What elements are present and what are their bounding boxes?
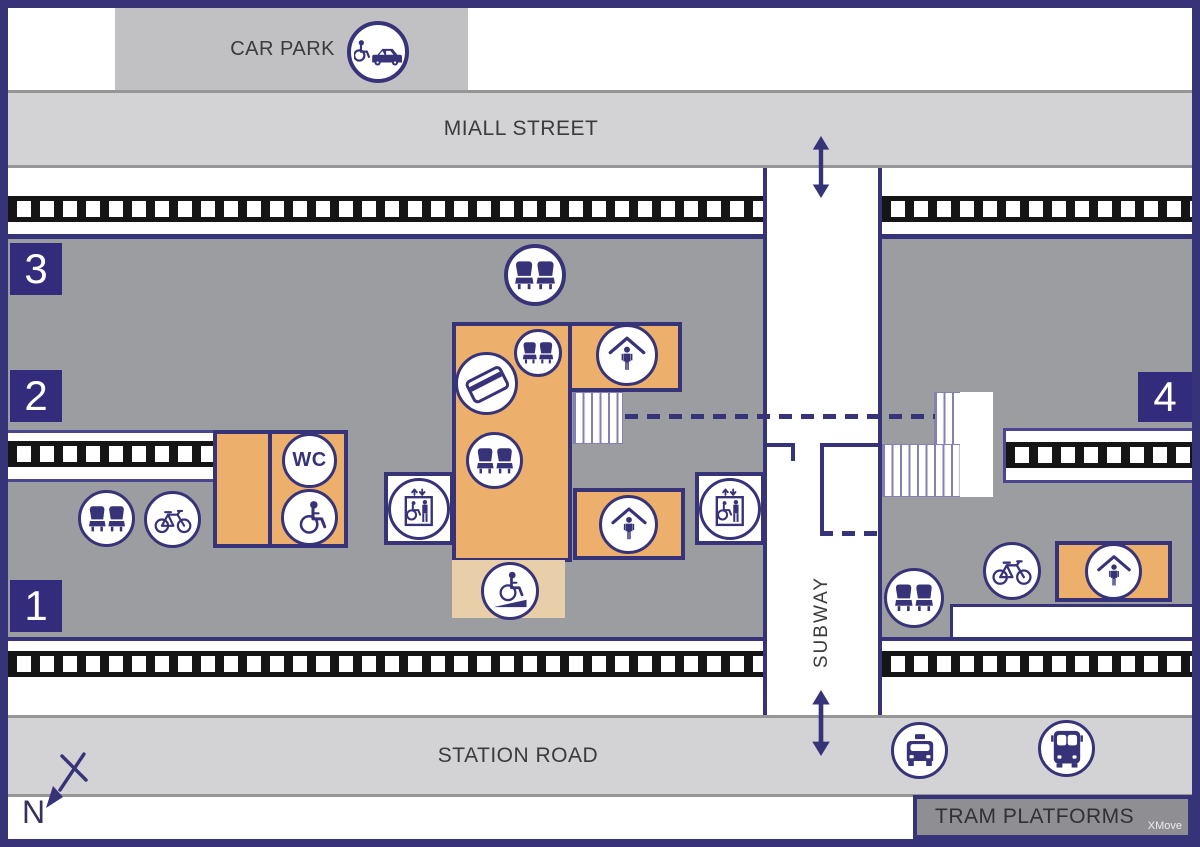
ticket-machine-icon: [455, 352, 518, 415]
seating-icon-platform12: [78, 490, 135, 547]
track-bottom-left: [8, 637, 765, 715]
stairs-central: [573, 392, 623, 444]
cycle-storage-icon-east: [983, 542, 1041, 600]
car-park-label: CAR PARK: [230, 37, 335, 60]
subway-chamber-dashed-edge: [820, 531, 882, 536]
track-top-right: [882, 170, 1192, 234]
tram-platforms-label: TRAM PLATFORMS: [935, 805, 1135, 828]
subway-chamber: [820, 443, 882, 533]
ramp-access-icon: [481, 562, 539, 620]
stairs-right-lower: [882, 444, 961, 497]
platform-4-badge: 4: [1138, 372, 1192, 422]
watermark: XMove: [1147, 820, 1182, 832]
stairs-right-upper: [934, 392, 961, 445]
subway-corridor: [763, 168, 882, 715]
platform-2-badge: 2: [10, 370, 62, 422]
stairs-right-landing: [960, 392, 993, 497]
north-label: N: [22, 794, 46, 830]
subway-arrow-south: [807, 690, 835, 756]
seating-icon-ticket-office: [514, 329, 562, 377]
track-bottom-right: [882, 637, 1192, 715]
platform4-walkway: [950, 604, 1192, 637]
accessible-toilet-icon: [281, 489, 338, 546]
underground-route-dashed: [625, 414, 935, 419]
lift-east: [695, 472, 765, 545]
toilets-icon: WC: [282, 433, 337, 488]
waiting-room-icon-lower: [599, 495, 658, 554]
subway-label: SUBWAY: [811, 575, 832, 669]
lift-icon: [699, 477, 761, 540]
track-top-left: [8, 170, 765, 234]
platform-1-badge: 1: [10, 580, 62, 632]
accessible-parking-icon: [347, 21, 409, 83]
miall-street-band: MIALL STREET: [8, 90, 1192, 168]
cycle-storage-icon-west: [144, 491, 201, 548]
bus-stop-icon: [1038, 720, 1095, 777]
subway-arrow-north: [807, 136, 835, 198]
taxi-rank-icon: [891, 722, 948, 779]
miall-street-label: MIALL STREET: [443, 117, 599, 140]
toilets-building-divider: [268, 434, 272, 544]
tram-platforms-block: TRAM PLATFORMS XMove: [913, 795, 1192, 839]
wc-label: WC: [292, 449, 327, 471]
station-road-label: STATION ROAD: [437, 744, 599, 767]
waiting-room-icon-right: [1085, 543, 1142, 600]
bay-track-left: [8, 430, 214, 482]
car-park-area: CAR PARK: [115, 8, 468, 90]
seating-icon-ticket-office-lower: [466, 432, 523, 489]
lift-icon: [388, 477, 450, 540]
seating-icon-plaza: [504, 244, 566, 306]
lift-west: [384, 472, 454, 545]
platform-3-badge: 3: [10, 243, 62, 295]
subway-nook: [763, 443, 795, 461]
seating-icon-platform4: [884, 568, 944, 628]
station-road-band: STATION ROAD: [8, 715, 1192, 797]
waiting-room-icon-upper: [596, 324, 658, 386]
bay-track-right: [1003, 428, 1192, 483]
